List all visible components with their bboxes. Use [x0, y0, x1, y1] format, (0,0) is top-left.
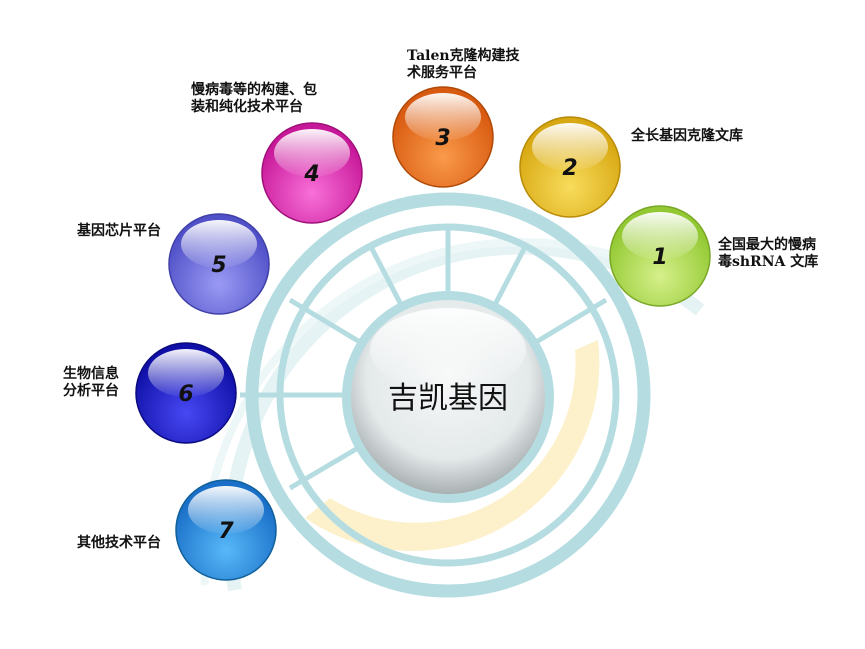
- node-1-label-line1: 全国最大的慢病: [718, 237, 816, 253]
- node-3[interactable]: 3: [392, 86, 494, 188]
- accent-arc: [305, 340, 600, 552]
- node-1-label-line2: 毒shRNA 文库: [718, 254, 819, 270]
- node-6-number: 6: [178, 382, 193, 407]
- node-3-number: 3: [435, 126, 450, 151]
- node-3-label: Talen克隆构建技 术服务平台: [407, 48, 520, 82]
- node-5-number: 5: [211, 253, 226, 278]
- node-6-label: 生物信息 分析平台: [63, 366, 119, 400]
- node-1[interactable]: 1: [609, 205, 711, 307]
- node-4[interactable]: 4: [261, 122, 363, 224]
- node-3-label-line1: Talen克隆构建技: [407, 48, 520, 64]
- node-4-number: 4: [303, 162, 319, 187]
- node-7-number: 7: [218, 519, 234, 544]
- node-4-label-line2: 装和纯化技术平台: [191, 99, 303, 115]
- node-6[interactable]: 6: [135, 342, 237, 444]
- node-7[interactable]: 7: [175, 479, 277, 581]
- node-4-label: 慢病毒等的构建、包 装和纯化技术平台: [191, 82, 317, 116]
- center-node: 吉凯基因: [342, 291, 554, 503]
- center-label: 吉凯基因: [388, 381, 508, 416]
- node-4-label-line1: 慢病毒等的构建、包: [191, 82, 317, 98]
- node-2-number: 2: [562, 156, 577, 181]
- outer-ring: [245, 192, 651, 598]
- node-5[interactable]: 5: [168, 213, 270, 315]
- node-2-label: 全长基因克隆文库: [631, 128, 743, 145]
- node-7-label: 其他技术平台: [77, 535, 161, 552]
- node-7-label-line1: 其他技术平台: [77, 535, 161, 551]
- node-5-label: 基因芯片平台: [77, 223, 161, 240]
- inner-ring: [276, 223, 620, 567]
- node-2[interactable]: 2: [519, 116, 621, 218]
- node-2-label-line1: 全长基因克隆文库: [631, 128, 743, 144]
- node-1-number: 1: [652, 245, 667, 270]
- node-5-label-line1: 基因芯片平台: [77, 223, 161, 239]
- node-1-label: 全国最大的慢病 毒shRNA 文库: [718, 237, 818, 271]
- node-6-label-line2: 分析平台: [63, 383, 119, 399]
- node-3-label-line2: 术服务平台: [407, 65, 477, 81]
- node-6-label-line1: 生物信息: [63, 366, 119, 382]
